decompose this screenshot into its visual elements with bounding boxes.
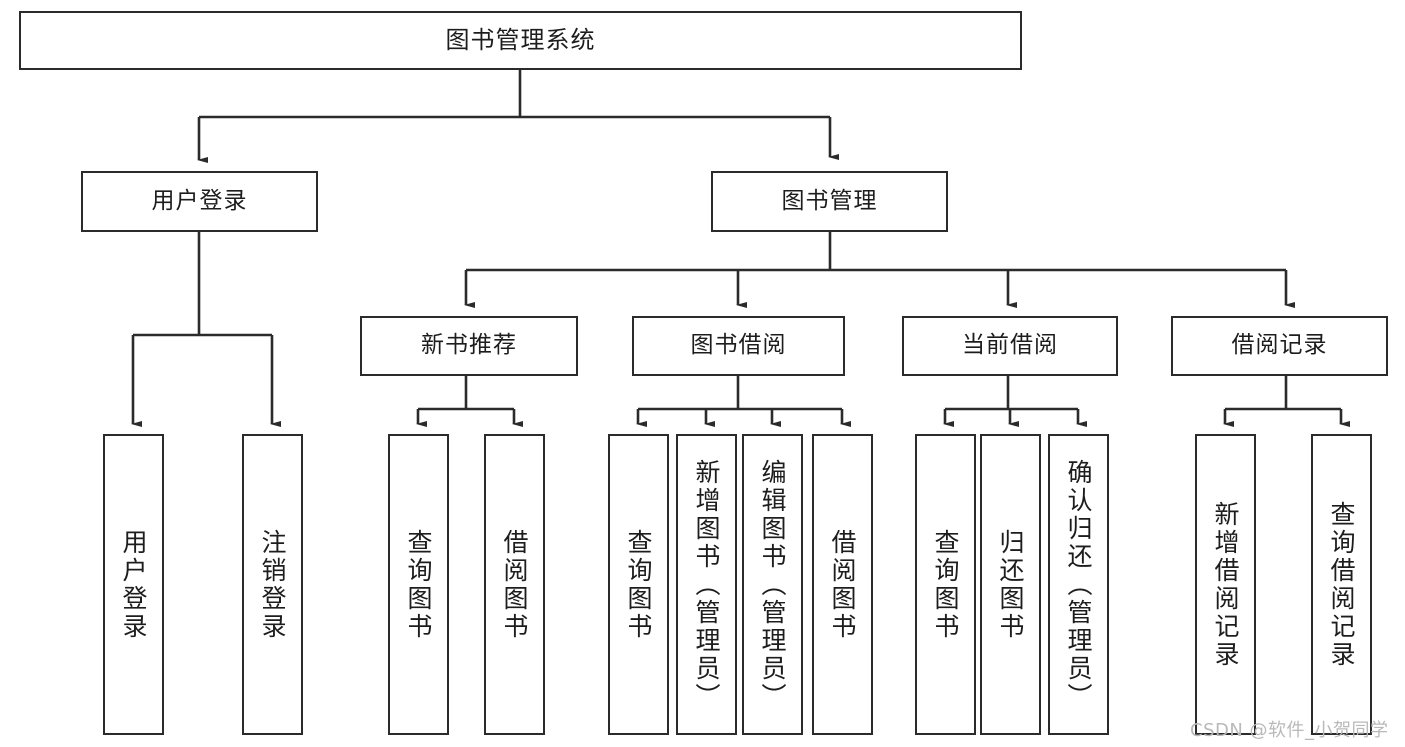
leaf-book-borrow-lend-label: 借阅图书: [828, 528, 857, 641]
leaf-new-book-query[interactable]: 查询图书: [388, 434, 449, 735]
leaf-book-borrow-query-label: 查询图书: [624, 528, 653, 641]
leaf-borrow-record-add[interactable]: 新增借阅记录: [1195, 434, 1256, 735]
node-new-book-recommend-label: 新书推荐: [421, 332, 517, 359]
node-current-borrow-label: 当前借阅: [962, 332, 1058, 359]
leaf-current-borrow-confirm-label: 确认归还（管理员）: [1064, 458, 1093, 711]
leaf-book-borrow-edit[interactable]: 编辑图书（管理员）: [742, 434, 803, 735]
leaf-book-borrow-edit-label: 编辑图书（管理员）: [758, 458, 787, 711]
node-new-book-recommend[interactable]: 新书推荐: [360, 316, 578, 376]
leaf-current-borrow-return-label: 归还图书: [996, 528, 1025, 641]
leaf-user-login-login[interactable]: 用户登录: [103, 434, 164, 735]
node-user-login-label: 用户登录: [151, 187, 248, 214]
leaf-borrow-record-query-label: 查询借阅记录: [1327, 500, 1356, 669]
node-borrow-record[interactable]: 借阅记录: [1171, 316, 1388, 376]
node-book-management[interactable]: 图书管理: [711, 171, 948, 232]
watermark-text: CSDN @软件_小贺同学: [1190, 720, 1389, 741]
node-book-borrow-label: 图书借阅: [690, 332, 787, 359]
leaf-user-login-login-label: 用户登录: [119, 528, 148, 641]
node-root-label: 图书管理系统: [445, 26, 596, 55]
leaf-borrow-record-add-label: 新增借阅记录: [1211, 500, 1240, 669]
leaf-current-borrow-query[interactable]: 查询图书: [915, 434, 976, 735]
leaf-current-borrow-query-label: 查询图书: [931, 528, 960, 641]
leaf-book-borrow-query[interactable]: 查询图书: [608, 434, 669, 735]
node-user-login[interactable]: 用户登录: [81, 171, 318, 232]
node-root-system[interactable]: 图书管理系统: [19, 11, 1022, 70]
leaf-new-book-borrow[interactable]: 借阅图书: [484, 434, 545, 735]
leaf-book-borrow-add[interactable]: 新增图书（管理员）: [676, 434, 737, 735]
leaf-book-borrow-lend[interactable]: 借阅图书: [812, 434, 873, 735]
node-book-borrow[interactable]: 图书借阅: [632, 316, 845, 376]
leaf-current-borrow-return[interactable]: 归还图书: [980, 434, 1041, 735]
leaf-new-book-query-label: 查询图书: [404, 528, 433, 641]
node-borrow-record-label: 借阅记录: [1231, 332, 1328, 359]
leaf-borrow-record-query[interactable]: 查询借阅记录: [1311, 434, 1372, 735]
node-current-borrow[interactable]: 当前借阅: [902, 316, 1118, 376]
leaf-user-login-logout[interactable]: 注销登录: [242, 434, 303, 735]
leaf-new-book-borrow-label: 借阅图书: [500, 528, 529, 641]
leaf-current-borrow-confirm[interactable]: 确认归还（管理员）: [1048, 434, 1109, 735]
leaf-user-login-logout-label: 注销登录: [258, 528, 287, 641]
leaf-book-borrow-add-label: 新增图书（管理员）: [692, 458, 721, 711]
node-book-management-label: 图书管理: [781, 187, 878, 214]
